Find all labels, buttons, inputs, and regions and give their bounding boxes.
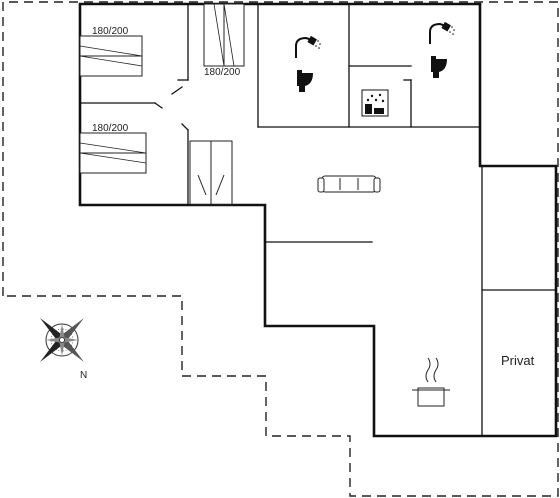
compass-north-label: N bbox=[80, 370, 87, 381]
toilet-icon bbox=[297, 70, 313, 92]
bed bbox=[79, 132, 147, 174]
bed bbox=[79, 35, 143, 77]
bed-size-label: 180/200 bbox=[92, 26, 129, 37]
shower-icon bbox=[429, 21, 455, 44]
bed-size-label: 180/200 bbox=[92, 123, 129, 134]
bed-size-label: 180/200 bbox=[204, 67, 241, 78]
compass-rose-icon bbox=[40, 318, 84, 362]
wardrobe bbox=[189, 140, 233, 206]
bed bbox=[203, 3, 245, 67]
toilet-icon bbox=[431, 56, 447, 78]
sauna-icon bbox=[361, 89, 389, 117]
room-label-private: Privat bbox=[501, 353, 535, 368]
shower-icon bbox=[295, 35, 321, 58]
cooking-pot-icon bbox=[412, 357, 450, 407]
interior-walls bbox=[79, 3, 557, 437]
house-outer-wall bbox=[78, 2, 558, 438]
sofa-icon bbox=[317, 175, 381, 193]
